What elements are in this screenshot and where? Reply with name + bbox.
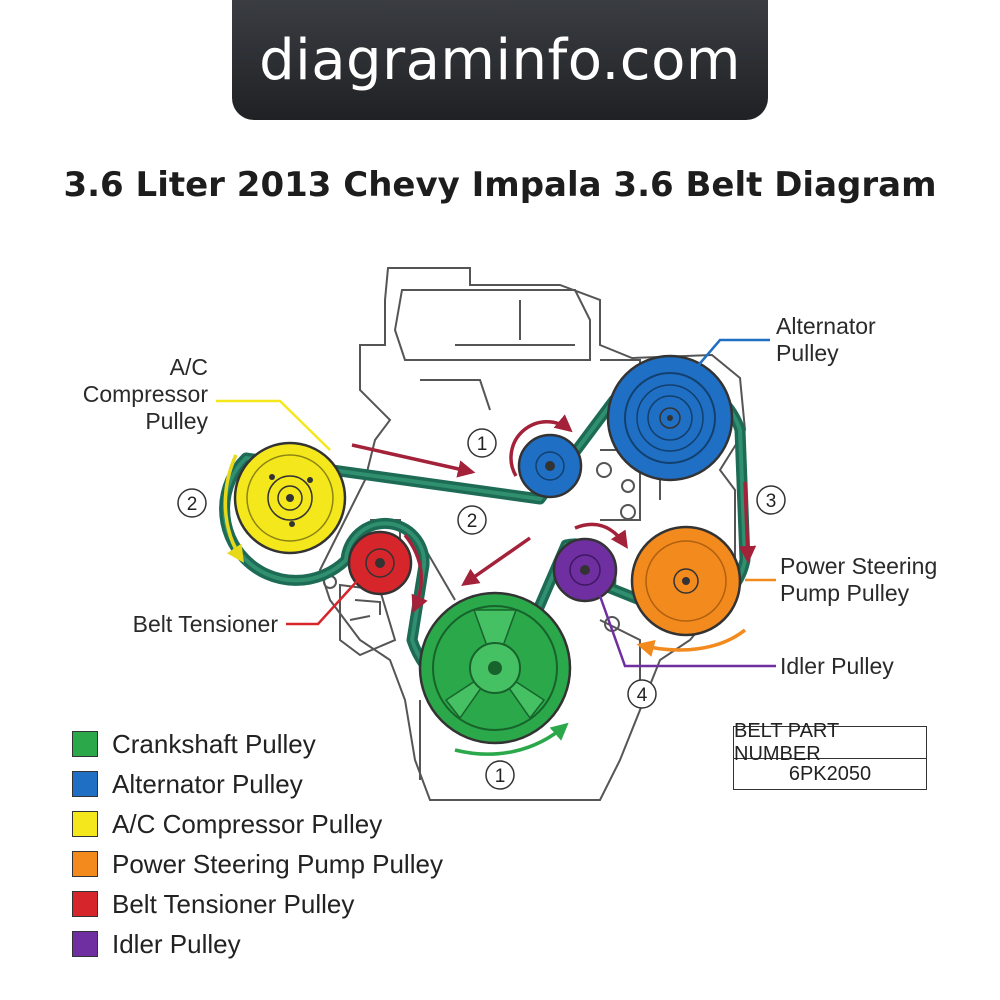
step-number-badge: 1	[467, 428, 497, 458]
legend-label: Idler Pulley	[112, 928, 241, 959]
legend-label: Alternator Pulley	[112, 768, 303, 799]
legend-swatch	[72, 851, 98, 877]
legend-item: Power Steering Pump Pulley	[72, 844, 443, 884]
site-banner: diagraminfo.com	[232, 0, 768, 120]
svg-text:1: 1	[495, 766, 506, 787]
part-number-value: 6PK2050	[788, 763, 872, 785]
belt-part-number-box: BELT PART NUMBER 6PK2050	[733, 720, 927, 790]
legend-item: Belt Tensioner Pulley	[72, 884, 443, 924]
alternator-label-line-1: Alternator	[776, 313, 876, 339]
belt-tensioner-pulley	[347, 530, 413, 596]
legend: Crankshaft Pulley Alternator Pulley A/C …	[72, 724, 443, 964]
legend-item: Crankshaft Pulley	[72, 724, 443, 764]
upper-idler-pulley	[517, 433, 583, 499]
site-name: diagraminfo.com	[259, 27, 741, 93]
legend-item: Alternator Pulley	[72, 764, 443, 804]
step-number-badge: 4	[627, 679, 657, 709]
ac-label-line-3: Pulley	[145, 408, 208, 434]
step-numbers: 1 2 3 2 4 1	[177, 428, 786, 790]
diagram-title: 3.6 Liter 2013 Chevy Impala 3.6 Belt Dia…	[63, 165, 937, 205]
alternator-pulley	[606, 354, 734, 482]
ac-compressor-pulley	[233, 441, 347, 555]
power-steering-label-line-2: Pump Pulley	[780, 580, 910, 606]
power-steering-label-line-1: Power Steering	[780, 553, 937, 579]
legend-swatch	[72, 811, 98, 837]
part-number-header: BELT PART NUMBER	[734, 720, 926, 765]
legend-swatch	[72, 891, 98, 917]
direction-arrows	[223, 414, 757, 756]
svg-text:2: 2	[467, 511, 478, 532]
legend-label: Crankshaft Pulley	[112, 728, 316, 759]
legend-swatch	[72, 731, 98, 757]
alternator-label-line-2: Pulley	[776, 340, 839, 366]
tensioner-label: Belt Tensioner	[133, 611, 279, 637]
step-number-badge: 2	[457, 505, 487, 535]
idler-label: Idler Pulley	[780, 653, 894, 679]
step-number-badge: 2	[177, 488, 207, 518]
leader-lines	[216, 338, 776, 668]
power-steering-pump-pulley	[630, 525, 742, 637]
svg-text:1: 1	[477, 434, 488, 455]
step-number-badge: 1	[485, 760, 515, 790]
idler-pulley	[552, 537, 618, 603]
legend-label: A/C Compressor Pulley	[112, 808, 383, 839]
ac-label-line-1: A/C	[170, 354, 208, 380]
svg-text:3: 3	[766, 491, 777, 512]
legend-item: Idler Pulley	[72, 924, 443, 964]
legend-item: A/C Compressor Pulley	[72, 804, 443, 844]
crankshaft-pulley	[418, 591, 572, 745]
svg-text:2: 2	[187, 494, 198, 515]
step-number-badge: 3	[756, 485, 786, 515]
legend-label: Belt Tensioner Pulley	[112, 888, 355, 919]
ac-label-line-2: Compressor	[83, 381, 209, 407]
svg-text:4: 4	[637, 685, 648, 706]
legend-swatch	[72, 771, 98, 797]
legend-swatch	[72, 931, 98, 957]
legend-label: Power Steering Pump Pulley	[112, 848, 443, 879]
